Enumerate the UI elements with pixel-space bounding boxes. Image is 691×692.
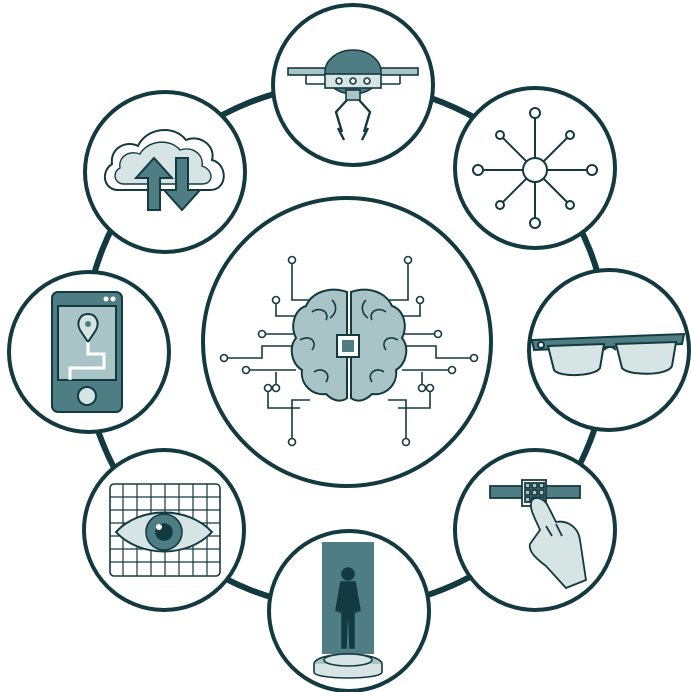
eye-scan-grid-icon [109, 483, 221, 577]
wearable-touch-band-icon [489, 479, 587, 590]
drone-with-claw-icon [287, 49, 419, 141]
satellite-cloud [83, 90, 247, 254]
satellite-network [453, 86, 617, 250]
network-node-hub-icon [472, 107, 598, 229]
ai-brain-circuit-icon [219, 255, 479, 447]
satellite-smartphone [7, 270, 171, 434]
hologram-person-projector-icon [313, 542, 383, 679]
satellite-glasses [527, 268, 691, 432]
smart-glasses-icon [530, 332, 686, 376]
brain-shape [290, 288, 408, 402]
center-circle [201, 196, 493, 488]
satellite-wearable [453, 448, 617, 612]
satellite-hologram [267, 529, 431, 692]
cloud-upload-download-icon [103, 128, 225, 212]
smartphone-map-location-icon [51, 291, 123, 413]
satellite-eye-scan [82, 448, 246, 612]
satellite-drone [271, 3, 435, 167]
